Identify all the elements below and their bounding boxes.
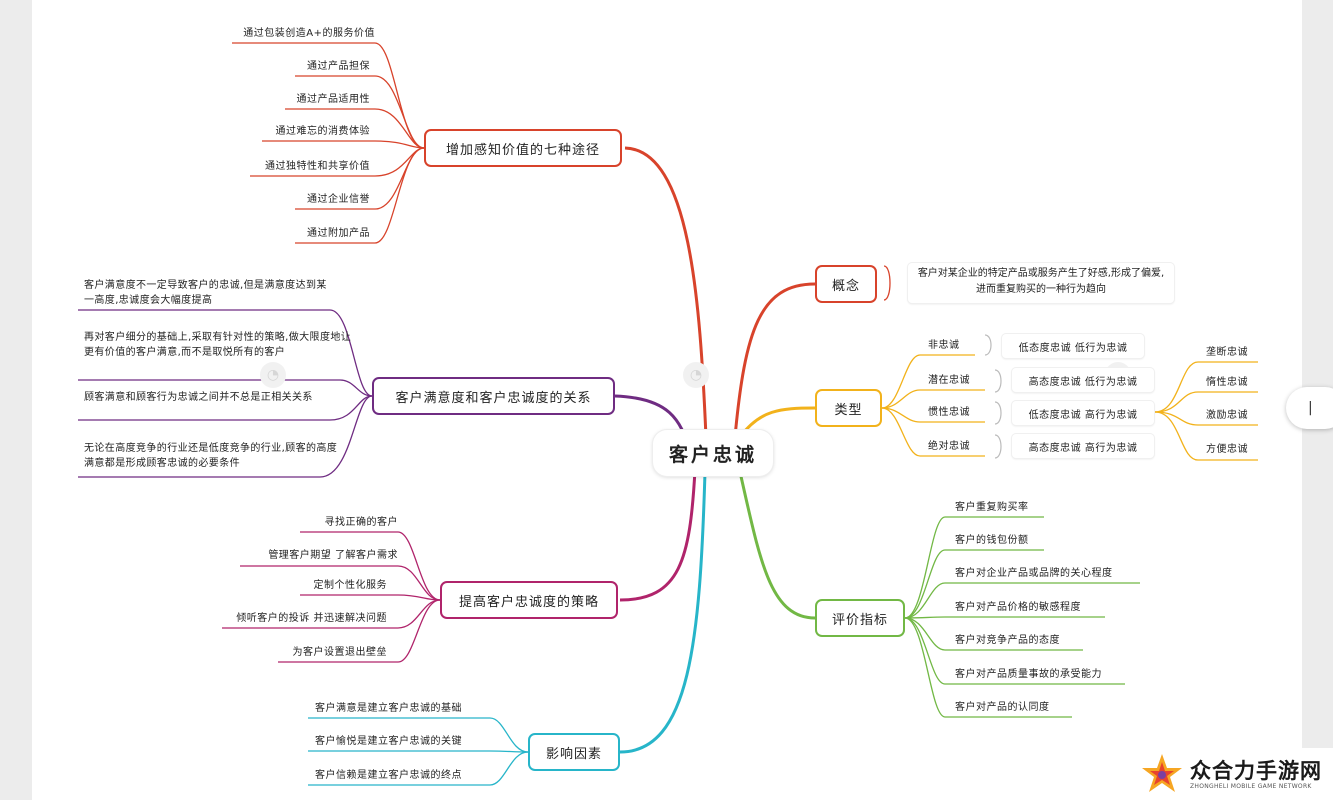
logo-star-icon: [1142, 754, 1182, 792]
list-item: 客户满意度不一定导致客户的忠诚,但是满意度达到某一高度,忠诚度会大幅度提高: [84, 280, 327, 306]
branch-factors[interactable]: 影响因素: [528, 733, 620, 771]
list-item: 通过难忘的消费体验: [275, 126, 370, 137]
branch-satisfaction-loyalty[interactable]: 客户满意度和客户忠诚度的关系: [372, 377, 615, 415]
type-name: 潜在忠诚: [928, 375, 970, 386]
list-item: 通过独特性和共享价值: [265, 161, 370, 172]
list-item: 定制个性化服务: [313, 580, 387, 591]
list-item: 客户愉悦是建立客户忠诚的关键: [315, 736, 462, 747]
branch-concept[interactable]: 概念: [815, 265, 877, 303]
type-subcategory: 激励忠诚: [1206, 410, 1248, 421]
list-item: 为客户设置退出壁垒: [292, 647, 387, 658]
list-item: 通过附加产品: [307, 228, 370, 239]
list-item: 顾客满意和顾客行为忠诚之间并不总是正相关关系: [84, 392, 313, 403]
connector-metrics: [738, 471, 816, 620]
list-item: 客户对产品的认同度: [955, 702, 1050, 713]
branch-perceived-value[interactable]: 增加感知价值的七种途径: [424, 129, 622, 167]
list-item: 客户对企业产品或品牌的关心程度: [955, 568, 1113, 579]
handle-glyph: |: [1308, 400, 1313, 416]
list-item: 客户对产品质量事故的承受能力: [955, 669, 1102, 680]
list-item: 寻找正确的客户: [324, 517, 398, 528]
list-item: 客户的钱包份额: [955, 535, 1029, 546]
list-item: 客户对产品价格的敏感程度: [955, 602, 1081, 613]
list-item: 倾听客户的投诉 并迅速解决问题: [236, 613, 387, 624]
branch-strategy[interactable]: 提高客户忠诚度的策略: [440, 581, 618, 619]
list-item: 无论在高度竞争的行业还是低度竞争的行业,顾客的高度满意都是形成顾客忠诚的必要条件: [84, 443, 338, 469]
watermark-icon: ◔: [683, 362, 709, 388]
list-item: 客户满意是建立客户忠诚的基础: [315, 703, 462, 714]
list-item: 通过产品担保: [307, 61, 370, 72]
connector-strategy: [619, 469, 697, 602]
logo-subtitle: ZHONGHELI MOBILE GAME NETWORK: [1190, 782, 1312, 790]
list-item: 通过企业信誉: [307, 194, 370, 205]
type-name: 惯性忠诚: [928, 407, 970, 418]
type-subcategory: 惰性忠诚: [1206, 377, 1248, 388]
type-detail: 低态度忠诚 高行为忠诚: [1012, 401, 1154, 425]
side-panel-handle[interactable]: |: [1286, 387, 1333, 429]
branch-types[interactable]: 类型: [815, 389, 882, 427]
branch-metrics[interactable]: 评价指标: [815, 599, 905, 637]
site-logo: 众合力手游网 ZHONGHELI MOBILE GAME NETWORK: [1132, 748, 1333, 800]
type-subcategory: 垄断忠诚: [1206, 347, 1248, 358]
type-name: 绝对忠诚: [928, 441, 970, 452]
type-name: 非忠诚: [928, 340, 960, 351]
list-item: 客户对竞争产品的态度: [955, 635, 1060, 646]
list-item: 通过包装创造A+的服务价值: [243, 28, 375, 39]
logo-name: 众合力手游网: [1190, 758, 1322, 783]
connector-concept: [733, 282, 816, 438]
mindmap-canvas: [32, 0, 1302, 800]
type-detail: 高态度忠诚 低行为忠诚: [1012, 368, 1154, 392]
list-item: 客户信赖是建立客户忠诚的终点: [315, 770, 462, 781]
watermark-icon: ◔: [260, 362, 286, 388]
connector-perceived: [624, 146, 708, 438]
center-node[interactable]: 客户忠诚: [653, 430, 773, 476]
type-subcategory: 方便忠诚: [1206, 444, 1248, 455]
list-item: 再对客户细分的基础上,采取有针对性的策略,做大限度地让更有价值的客户满意,而不是…: [84, 332, 352, 358]
type-detail: 低态度忠诚 低行为忠诚: [1002, 334, 1144, 358]
list-item: 管理客户期望 了解客户需求: [268, 550, 398, 561]
list-item: 客户重复购买率: [955, 502, 1029, 513]
type-detail: 高态度忠诚 高行为忠诚: [1012, 434, 1154, 458]
connector-factors: [619, 471, 707, 754]
connector-types: [738, 406, 816, 438]
concept-description: 客户对某企业的特定产品或服务产生了好感,形成了偏爱,进而重复购买的一种行为趋向: [908, 263, 1174, 303]
list-item: 通过产品适用性: [296, 94, 370, 105]
